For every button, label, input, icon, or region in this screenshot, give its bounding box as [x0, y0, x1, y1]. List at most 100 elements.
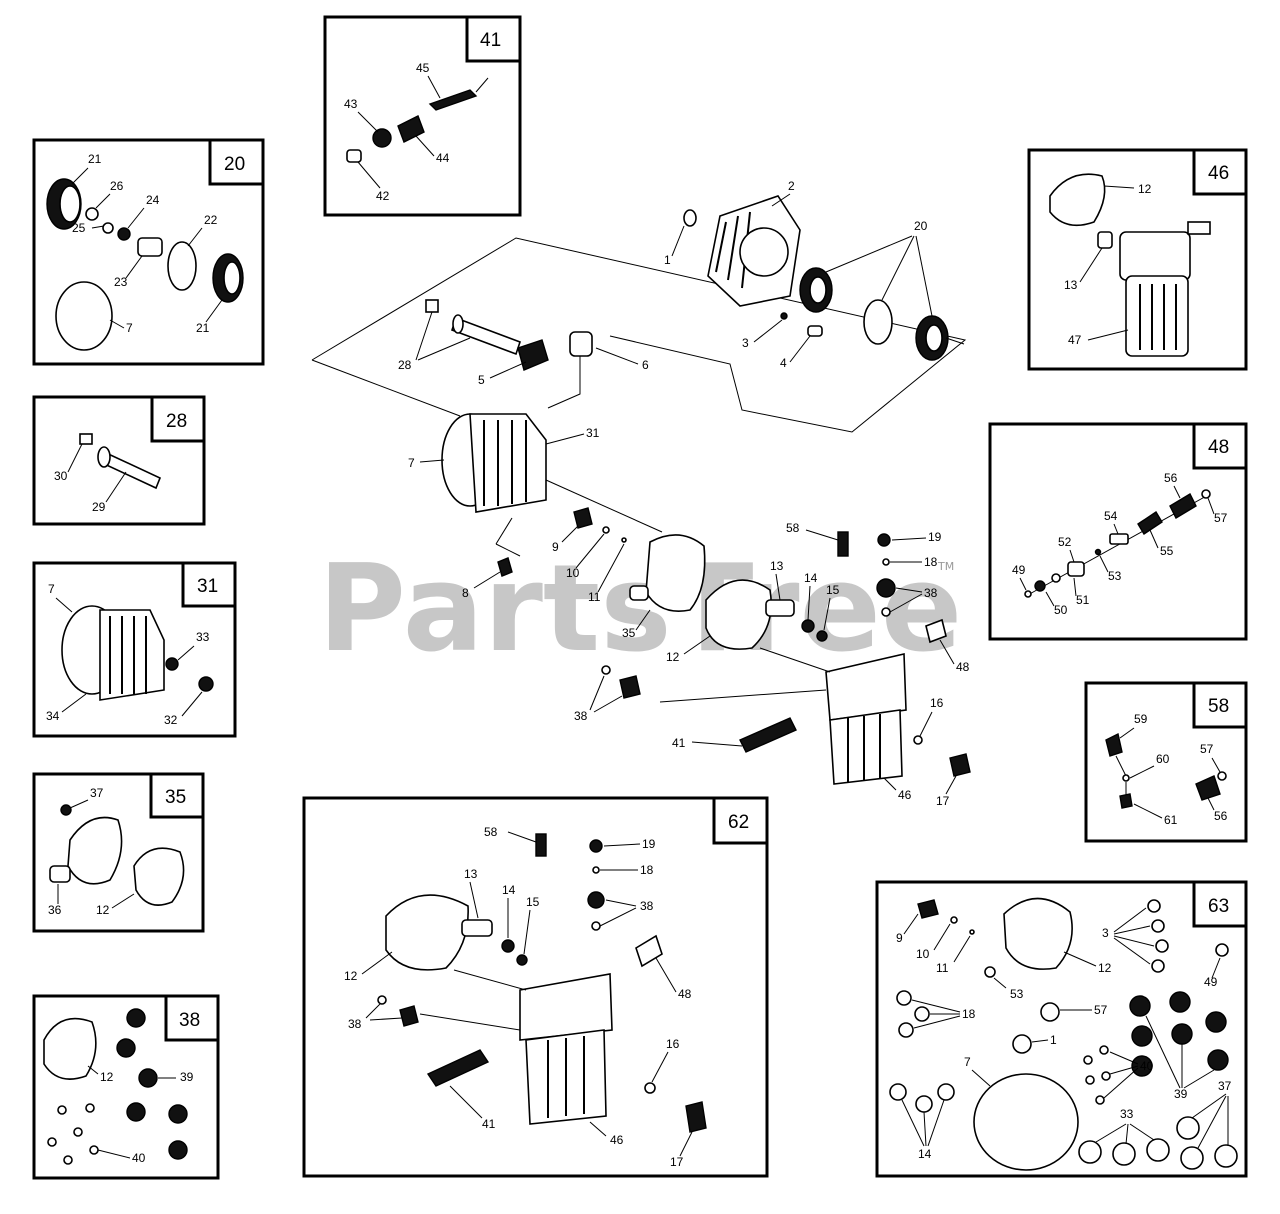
panel-63-tab: 63 — [1208, 896, 1229, 917]
panel-63[interactable]: 63 — [875, 880, 1248, 1178]
callout-11: 11 — [936, 961, 949, 975]
callout-38b: 38 — [348, 1017, 362, 1031]
callout-7: 7 — [964, 1055, 971, 1069]
main-callout-31: 31 — [586, 426, 600, 440]
watermark-trademark: TM — [937, 560, 954, 573]
panel-31-tab: 31 — [197, 576, 218, 597]
main-callout-6: 6 — [642, 358, 649, 372]
callout-30: 30 — [54, 469, 68, 483]
callout-24: 24 — [146, 193, 160, 207]
callout-44: 44 — [436, 151, 450, 165]
callout-58: 58 — [484, 825, 498, 839]
callout-46: 46 — [610, 1133, 624, 1147]
panel-35-tab: 35 — [165, 787, 186, 808]
main-callout-10: 10 — [566, 566, 580, 580]
panel-46[interactable]: 46 12 13 47 — [1027, 148, 1248, 371]
main-callout-38: 38 — [924, 586, 938, 600]
callout-7: 7 — [48, 582, 55, 596]
main-callout-15: 15 — [826, 583, 840, 597]
callout-56: 56 — [1214, 809, 1228, 823]
callout-14: 14 — [502, 883, 516, 897]
panel-62[interactable]: 62 58 19 18 — [302, 796, 769, 1178]
panel-58[interactable]: 58 59 57 60 61 56 — [1084, 681, 1248, 843]
callout-50: 50 — [1054, 603, 1068, 617]
panel-46-tab: 46 — [1208, 163, 1229, 184]
callout-7: 7 — [126, 321, 133, 335]
panel-20[interactable]: 20 21 26 24 22 25 23 21 7 — [32, 138, 265, 366]
panel-35[interactable]: 35 37 36 12 — [32, 772, 205, 933]
callout-12: 12 — [1138, 182, 1152, 196]
main-callout-48: 48 — [956, 660, 970, 674]
callout-23: 23 — [114, 275, 128, 289]
callout-41: 41 — [482, 1117, 496, 1131]
callout-37: 37 — [1218, 1079, 1232, 1093]
callout-61: 61 — [1164, 813, 1178, 827]
callout-12: 12 — [96, 903, 110, 917]
callout-15: 15 — [526, 895, 540, 909]
callout-53: 53 — [1108, 569, 1122, 583]
callout-21b: 21 — [196, 321, 210, 335]
main-callout-35: 35 — [622, 626, 636, 640]
callout-60: 60 — [1156, 752, 1170, 766]
callout-33: 33 — [196, 630, 210, 644]
callout-18: 18 — [962, 1007, 976, 1021]
callout-57: 57 — [1094, 1003, 1108, 1017]
panel-58-tab: 58 — [1208, 696, 1229, 717]
main-assembly[interactable] — [311, 195, 971, 785]
panel-41-tab: 41 — [480, 30, 501, 51]
main-callout-20: 20 — [914, 219, 928, 233]
callout-13: 13 — [464, 867, 478, 881]
callout-32: 32 — [164, 713, 178, 727]
main-callout-41: 41 — [672, 736, 686, 750]
callout-38: 38 — [640, 899, 654, 913]
panel-28-tab: 28 — [166, 411, 187, 432]
panel-48-tab: 48 — [1208, 437, 1229, 458]
callout-14: 14 — [918, 1147, 932, 1161]
callout-51: 51 — [1076, 593, 1090, 607]
callout-47: 47 — [1068, 333, 1082, 347]
main-callout-13: 13 — [770, 559, 784, 573]
main-callout-7: 7 — [408, 456, 415, 470]
main-callout-46: 46 — [898, 788, 912, 802]
callout-49: 49 — [1012, 563, 1026, 577]
main-callout-14: 14 — [804, 571, 818, 585]
main-callout-17: 17 — [936, 794, 950, 808]
callout-21: 21 — [88, 152, 102, 166]
callout-12: 12 — [344, 969, 358, 983]
main-callout-28: 28 — [398, 358, 412, 372]
callout-48: 48 — [678, 987, 692, 1001]
callout-13: 13 — [1064, 278, 1078, 292]
callout-45: 45 — [416, 61, 430, 75]
main-callout-8: 8 — [462, 586, 469, 600]
panel-38[interactable]: 38 12 39 40 — [32, 994, 220, 1180]
callout-53: 53 — [1010, 987, 1024, 1001]
callout-49: 49 — [1204, 975, 1218, 989]
panel-28[interactable]: 28 30 29 — [32, 395, 206, 526]
callout-12: 12 — [100, 1070, 114, 1084]
callout-57: 57 — [1214, 511, 1228, 525]
callout-52: 52 — [1058, 535, 1072, 549]
callout-16: 16 — [666, 1037, 680, 1051]
callout-57: 57 — [1200, 742, 1214, 756]
main-callout-11: 11 — [588, 590, 601, 604]
callout-25: 25 — [72, 221, 86, 235]
panel-20-tab: 20 — [224, 154, 245, 175]
callout-10: 10 — [916, 947, 930, 961]
callout-40: 40 — [132, 1151, 146, 1165]
main-callout-12: 12 — [666, 650, 680, 664]
callout-19: 19 — [642, 837, 656, 851]
main-callout-1: 1 — [664, 253, 671, 267]
callout-54: 54 — [1104, 509, 1118, 523]
panel-48[interactable]: 48 56 57 54 52 55 49 53 51 50 — [988, 422, 1248, 641]
main-callout-9: 9 — [552, 540, 559, 554]
callout-18: 18 — [640, 863, 654, 877]
callout-33: 33 — [1120, 1107, 1134, 1121]
panel-31[interactable]: 31 7 33 34 32 — [32, 561, 237, 738]
callout-59: 59 — [1134, 712, 1148, 726]
callout-56: 56 — [1164, 471, 1178, 485]
callout-42: 42 — [376, 189, 390, 203]
callout-26: 26 — [110, 179, 124, 193]
panel-41[interactable]: 41 45 43 44 42 — [323, 15, 522, 217]
callout-3: 3 — [1102, 926, 1109, 940]
